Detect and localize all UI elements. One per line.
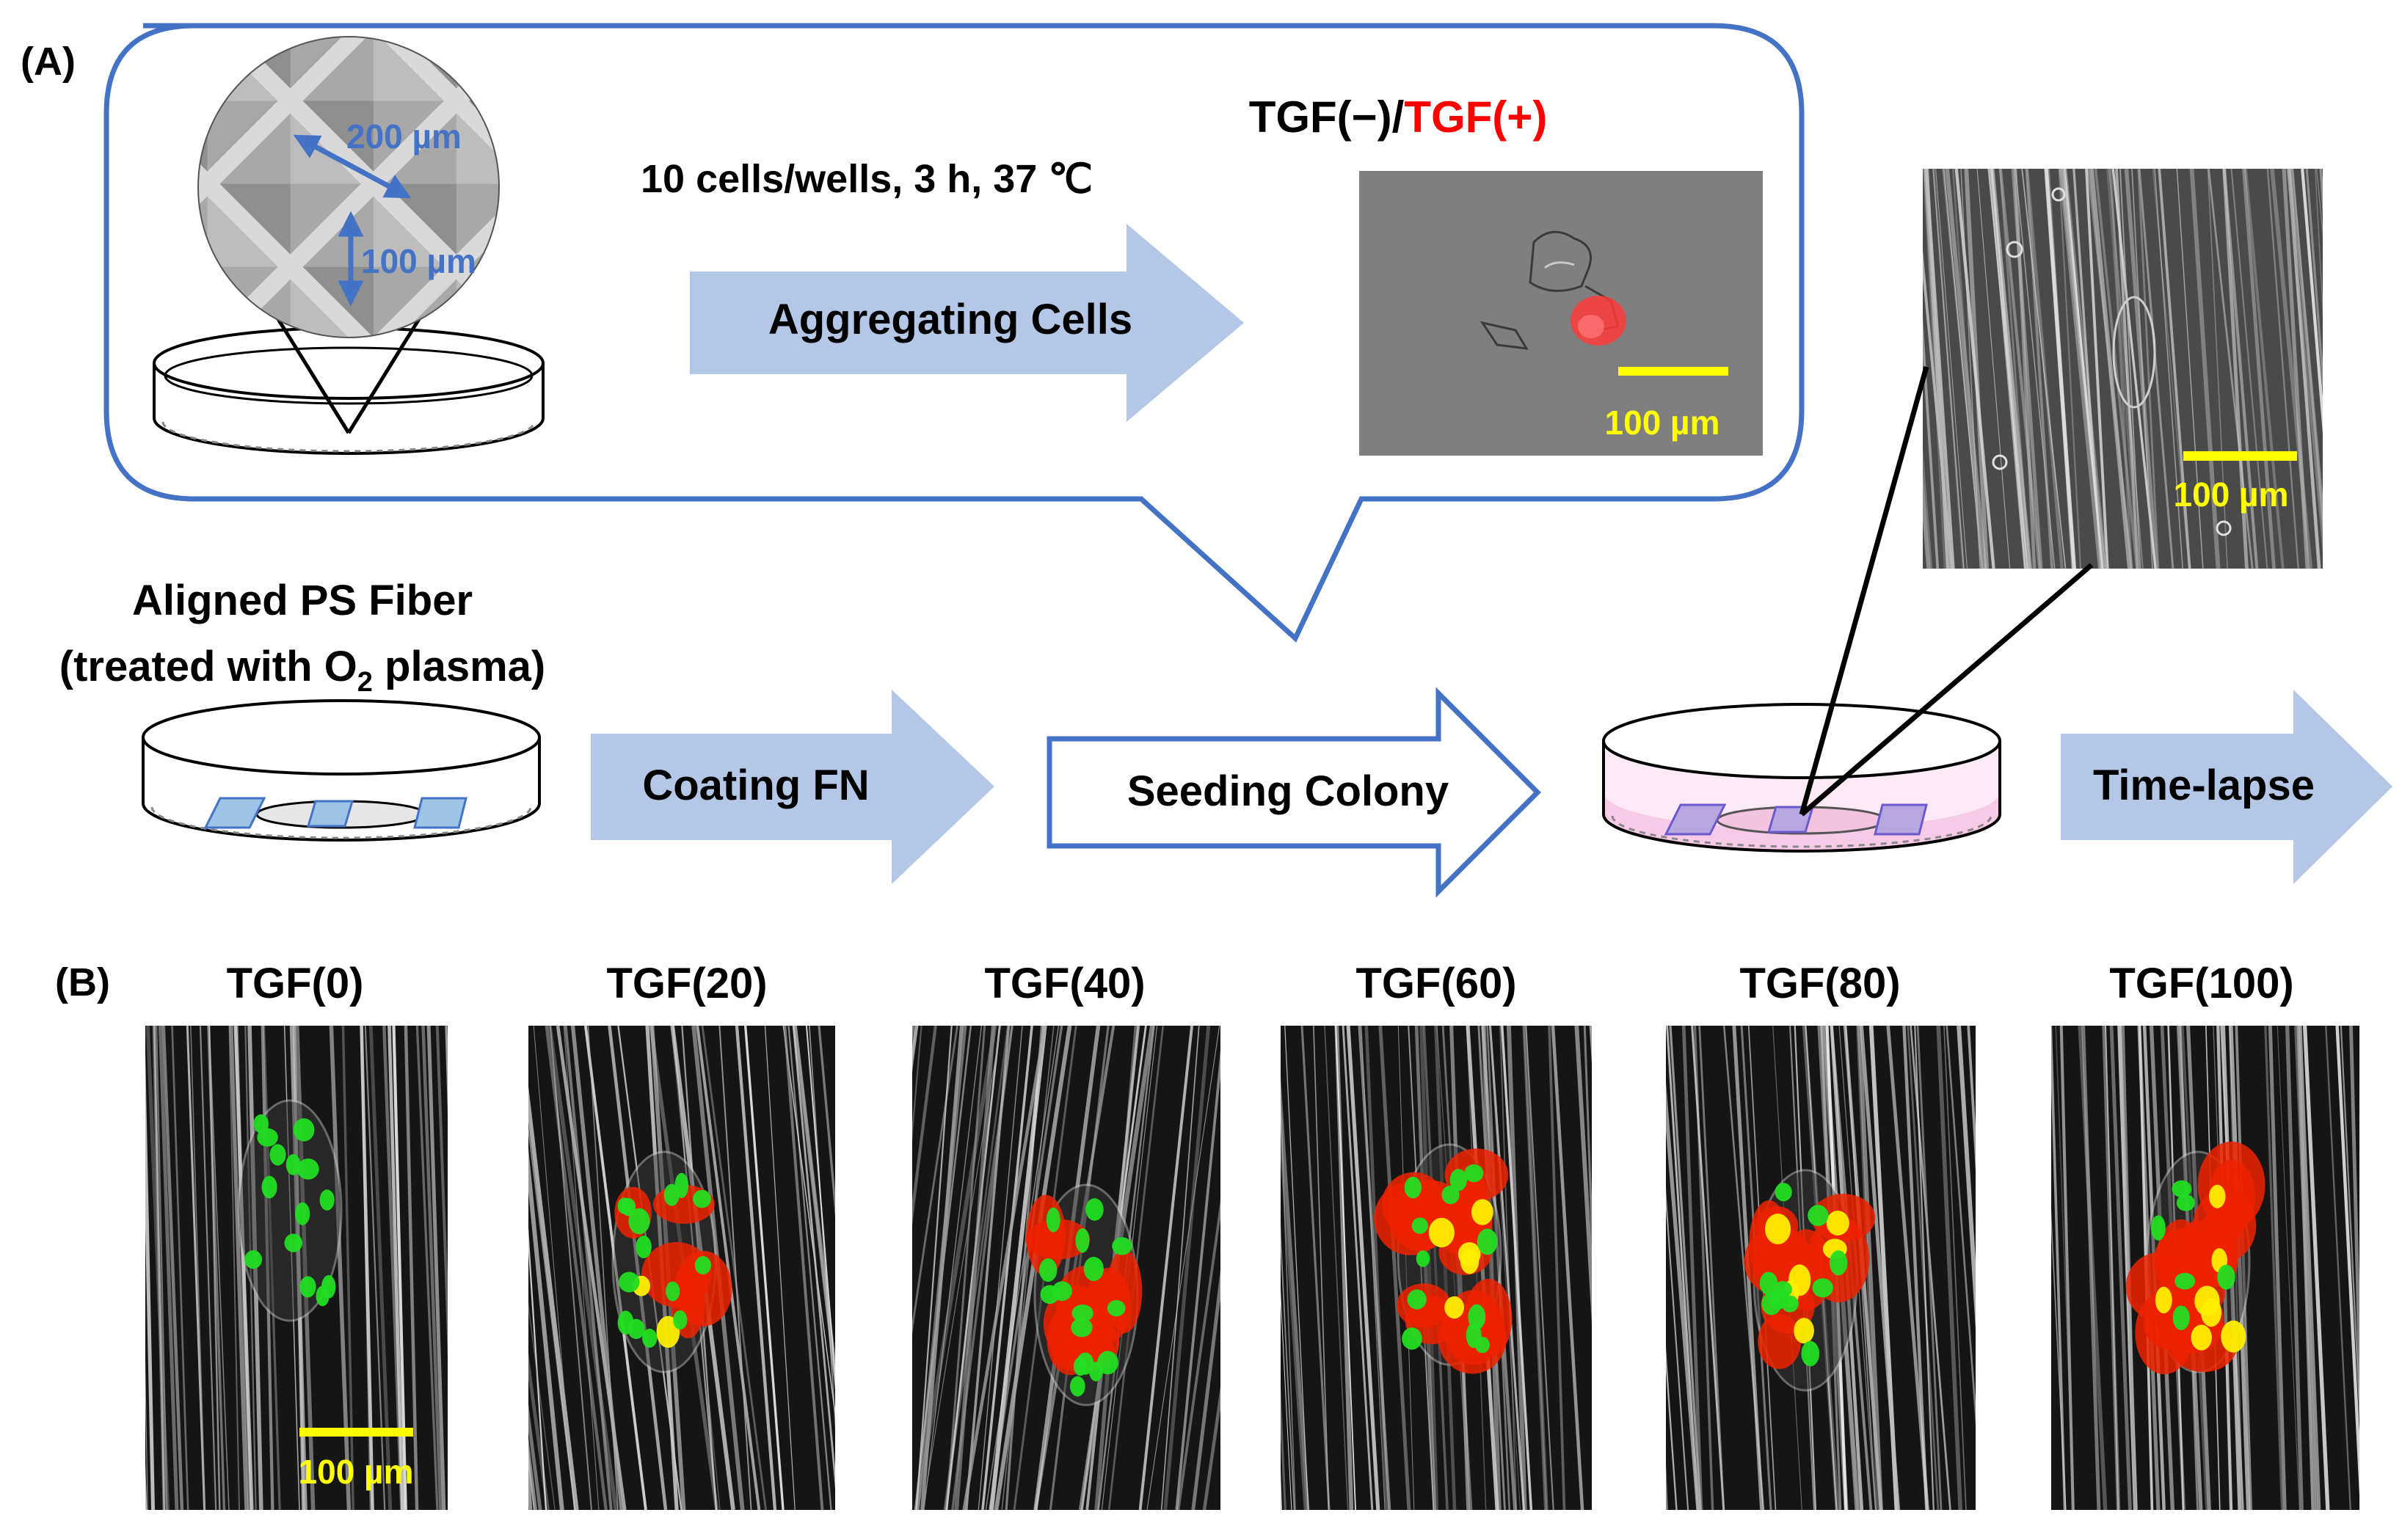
tgf-micrograph-2	[912, 1026, 1220, 1510]
tgf-title-100: TGF(100)	[2109, 960, 2293, 1007]
tgf-micrograph-3	[1281, 1026, 1592, 1510]
fiber-dish-left	[142, 699, 541, 842]
aggregating-label: Aggregating Cells	[768, 296, 1132, 343]
coating-arrow	[591, 690, 994, 884]
aggregate-micrograph	[1359, 171, 1763, 456]
fiber-title-part-a: (treated with O	[59, 643, 357, 690]
tgf-micrograph-0	[145, 1026, 448, 1510]
label-100um: 100 µm	[361, 242, 476, 280]
tgf-micrograph-1	[528, 1026, 835, 1510]
seeding-label: Seeding Colony	[1127, 767, 1449, 815]
label-200um: 200 µm	[346, 117, 462, 156]
tgf-title-60: TGF(60)	[1355, 960, 1516, 1007]
tgf-title-20: TGF(20)	[606, 960, 767, 1007]
fiber-scale-label: 100 µm	[2174, 475, 2289, 514]
aggregate-scale-label: 100 µm	[1605, 404, 1720, 442]
fiber-title-line1: Aligned PS Fiber	[132, 577, 473, 624]
panel-b-scale-bar	[299, 1428, 413, 1437]
tgf-pos-label: TGF(+)	[1404, 92, 1547, 142]
tgf-micrograph-5	[2051, 1026, 2359, 1510]
tgf-micrograph-4	[1666, 1026, 1976, 1510]
coating-label: Coating FN	[642, 762, 869, 809]
fiber-title-part-b: plasma)	[373, 643, 545, 690]
panel-b-micrographs	[145, 1026, 2359, 1510]
aggregating-arrow	[690, 224, 1244, 422]
seeding-arrow	[1047, 687, 1541, 898]
culture-dish-right	[1602, 366, 2094, 853]
tgf-title-0: TGF(0)	[227, 960, 364, 1007]
tgf-neg-pos-title: TGF(−)/TGF(+)	[1249, 92, 1548, 142]
fiber-title-line2: (treated with O2 plasma)	[59, 643, 546, 698]
fiber-title-subscript: 2	[357, 667, 373, 698]
conditions-text: 10 cells/wells, 3 h, 37 ℃	[641, 157, 1093, 201]
panel-b-label: (B)	[55, 960, 110, 1004]
fiber-micrograph	[1923, 169, 2323, 569]
timelapse-arrow	[2061, 690, 2392, 884]
tgf-neg-label: TGF(−)/	[1249, 92, 1405, 142]
tgf-title-40: TGF(40)	[984, 960, 1145, 1007]
panel-a-label: (A)	[21, 40, 76, 84]
tgf-title-80: TGF(80)	[1739, 960, 1900, 1007]
microwell-magnified	[197, 36, 500, 338]
panel-b-scale-label: 100 µm	[299, 1453, 414, 1491]
timelapse-label: Time-lapse	[2093, 762, 2315, 809]
